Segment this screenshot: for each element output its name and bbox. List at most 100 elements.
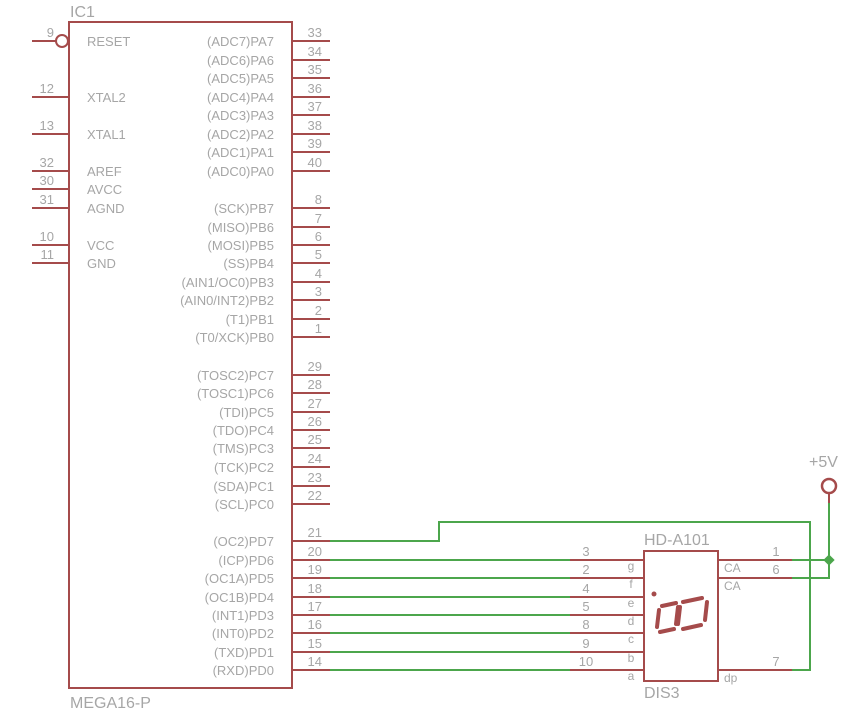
pin-number: 6: [772, 562, 779, 577]
pin-name: d: [628, 614, 635, 628]
pin-name: (OC2)PD7: [213, 534, 274, 549]
ic1-pin-28[interactable]: 28 (TOSC1)PC6: [197, 377, 330, 401]
pin-name: (TXD)PD1: [214, 645, 274, 660]
pin-name: (TOSC1)PC6: [197, 386, 274, 401]
pin-name: f: [629, 577, 633, 591]
pin-number: 3: [582, 544, 589, 559]
dis3-pin-a[interactable]: 10a: [570, 654, 644, 683]
pin-number: 14: [308, 654, 322, 669]
pin-name: (ADC0)PA0: [207, 164, 274, 179]
pin-name: VCC: [87, 238, 114, 253]
ic1-pin-19[interactable]: 19(OC1A)PD5: [205, 562, 330, 586]
pin-number: 33: [308, 25, 322, 40]
ic1-pin-25[interactable]: 25(TMS)PC3: [213, 432, 330, 456]
ic1-pin-34[interactable]: 34(ADC6)PA6: [207, 44, 330, 68]
dis3-pin-7[interactable]: 7 dp: [718, 654, 792, 685]
ic1-pin-35[interactable]: 35(ADC5)PA5: [207, 62, 330, 86]
ic1-pin-23[interactable]: 23 (SDA)PC1: [213, 470, 330, 494]
ic1-pin-1[interactable]: 1(T0/XCK)PB0: [195, 321, 330, 345]
dis3-pin-f[interactable]: 2f: [570, 562, 644, 591]
pin-name: dp: [724, 671, 738, 685]
ic1-pin-38[interactable]: 38(ADC2)PA2: [207, 118, 330, 142]
supply-label: +5V: [809, 454, 838, 471]
pin-number: 12: [40, 81, 54, 96]
ic1-pin-29[interactable]: 29(TOSC2)PC7: [197, 359, 330, 383]
pin-number: 39: [308, 136, 322, 151]
pin-name: (AIN1/OC0)PB3: [182, 275, 274, 290]
pin-number: 17: [308, 599, 322, 614]
dis3-pin-6[interactable]: 6CA: [718, 562, 792, 593]
ic1-pin-5[interactable]: 5(SS)PB4: [223, 247, 330, 271]
ic1-pin-22[interactable]: 22 (SCL)PC0: [215, 488, 330, 512]
dis3-name-label: DIS3: [644, 685, 680, 702]
ic1-pin-8[interactable]: 8(SCK)PB7: [214, 192, 330, 216]
pin-number: 37: [308, 99, 322, 114]
pin-number: 7: [772, 654, 779, 669]
pin-number: 28: [308, 377, 322, 392]
ic1-pin-21[interactable]: 21(OC2)PD7: [213, 525, 330, 549]
ic1-pin-17[interactable]: 17 (INT1)PD3: [212, 599, 330, 623]
ic1-pin-2[interactable]: 2(T1)PB1: [226, 303, 330, 327]
ic1-pin-36[interactable]: 36(ADC4)PA4: [207, 81, 330, 105]
pin-name: (AIN0/INT2)PB2: [180, 293, 274, 308]
ic1-pin-40[interactable]: 40(ADC0)PA0: [207, 155, 330, 179]
pin-name: (INT1)PD3: [212, 608, 274, 623]
ic1-pin-39[interactable]: 39(ADC1)PA1: [207, 136, 330, 160]
ic1-pin-6[interactable]: 6(MOSI)PB5: [208, 229, 330, 253]
ic1-pin-16[interactable]: 16(INT0)PD2: [212, 617, 330, 641]
pin-name: (SCL)PC0: [215, 497, 274, 512]
pin-name: (TMS)PC3: [213, 441, 274, 456]
dis3-pin-g[interactable]: 3g: [570, 544, 644, 573]
pin-number: 23: [308, 470, 322, 485]
pin-name: (SS)PB4: [223, 256, 274, 271]
dis3-pin-c[interactable]: 8c: [570, 617, 644, 646]
ic1-pin-24[interactable]: 24(TCK)PC2: [214, 451, 330, 475]
ic1-pin-20[interactable]: 20(ICP)PD6: [218, 544, 330, 568]
wire-pd7-dp[interactable]: [330, 521, 811, 671]
pin-number: 8: [582, 617, 589, 632]
pin-number: 10: [40, 229, 54, 244]
ic1-pin-15[interactable]: 15(TXD)PD1: [214, 636, 330, 660]
pin-name: AVCC: [87, 182, 122, 197]
dis3-pin-d[interactable]: 5d: [570, 599, 644, 628]
ic1-pin-26[interactable]: 26(TDO)PC4: [213, 414, 330, 438]
pin-name: CA: [724, 579, 741, 593]
pin-name: (T1)PB1: [226, 312, 274, 327]
ic1-pin-7[interactable]: 7(MISO)PB6: [208, 211, 330, 235]
pin-number: 34: [308, 44, 322, 59]
pin-name: (MISO)PB6: [208, 220, 274, 235]
ic1-pin-4[interactable]: 4(AIN1/OC0)PB3: [182, 266, 330, 290]
pin-number: 8: [315, 192, 322, 207]
ic1-pin-3[interactable]: 3(AIN0/INT2)PB2: [180, 284, 330, 308]
ic1-body[interactable]: [68, 21, 293, 689]
ic1-pin-37[interactable]: 37(ADC3)PA3: [207, 99, 330, 123]
pin-name: (RXD)PD0: [213, 663, 274, 678]
wire-5v-ca6[interactable]: [792, 503, 830, 579]
dis3-value-label: HD-A101: [644, 532, 710, 549]
ic1-symbol[interactable]: IC1 MEGA16-P 9RESET12XTAL213XTAL132AREF3…: [32, 4, 330, 712]
ic1-pin-14[interactable]: 14 (RXD)PD0: [213, 654, 330, 678]
pin-name: (MOSI)PB5: [208, 238, 274, 253]
dis3-pin-e[interactable]: 4e: [570, 581, 644, 610]
supply-5v[interactable]: +5V: [809, 454, 838, 503]
pin-number: 22: [308, 488, 322, 503]
pin-name: (SDA)PC1: [213, 479, 274, 494]
ic1-pin-27[interactable]: 27(TDI)PC5: [219, 396, 330, 420]
pin-name: (ADC4)PA4: [207, 90, 274, 105]
ic1-pin-33[interactable]: 33(ADC7)PA7: [207, 25, 330, 49]
dis3-pin-1[interactable]: 1CA: [718, 544, 792, 575]
pin-number: 9: [47, 25, 54, 40]
pin-name: (INT0)PD2: [212, 626, 274, 641]
dis3-pin-b[interactable]: 9b: [570, 636, 644, 665]
ic1-pin-18[interactable]: 18(OC1B)PD4: [205, 581, 330, 605]
pin-name: (ADC5)PA5: [207, 71, 274, 86]
